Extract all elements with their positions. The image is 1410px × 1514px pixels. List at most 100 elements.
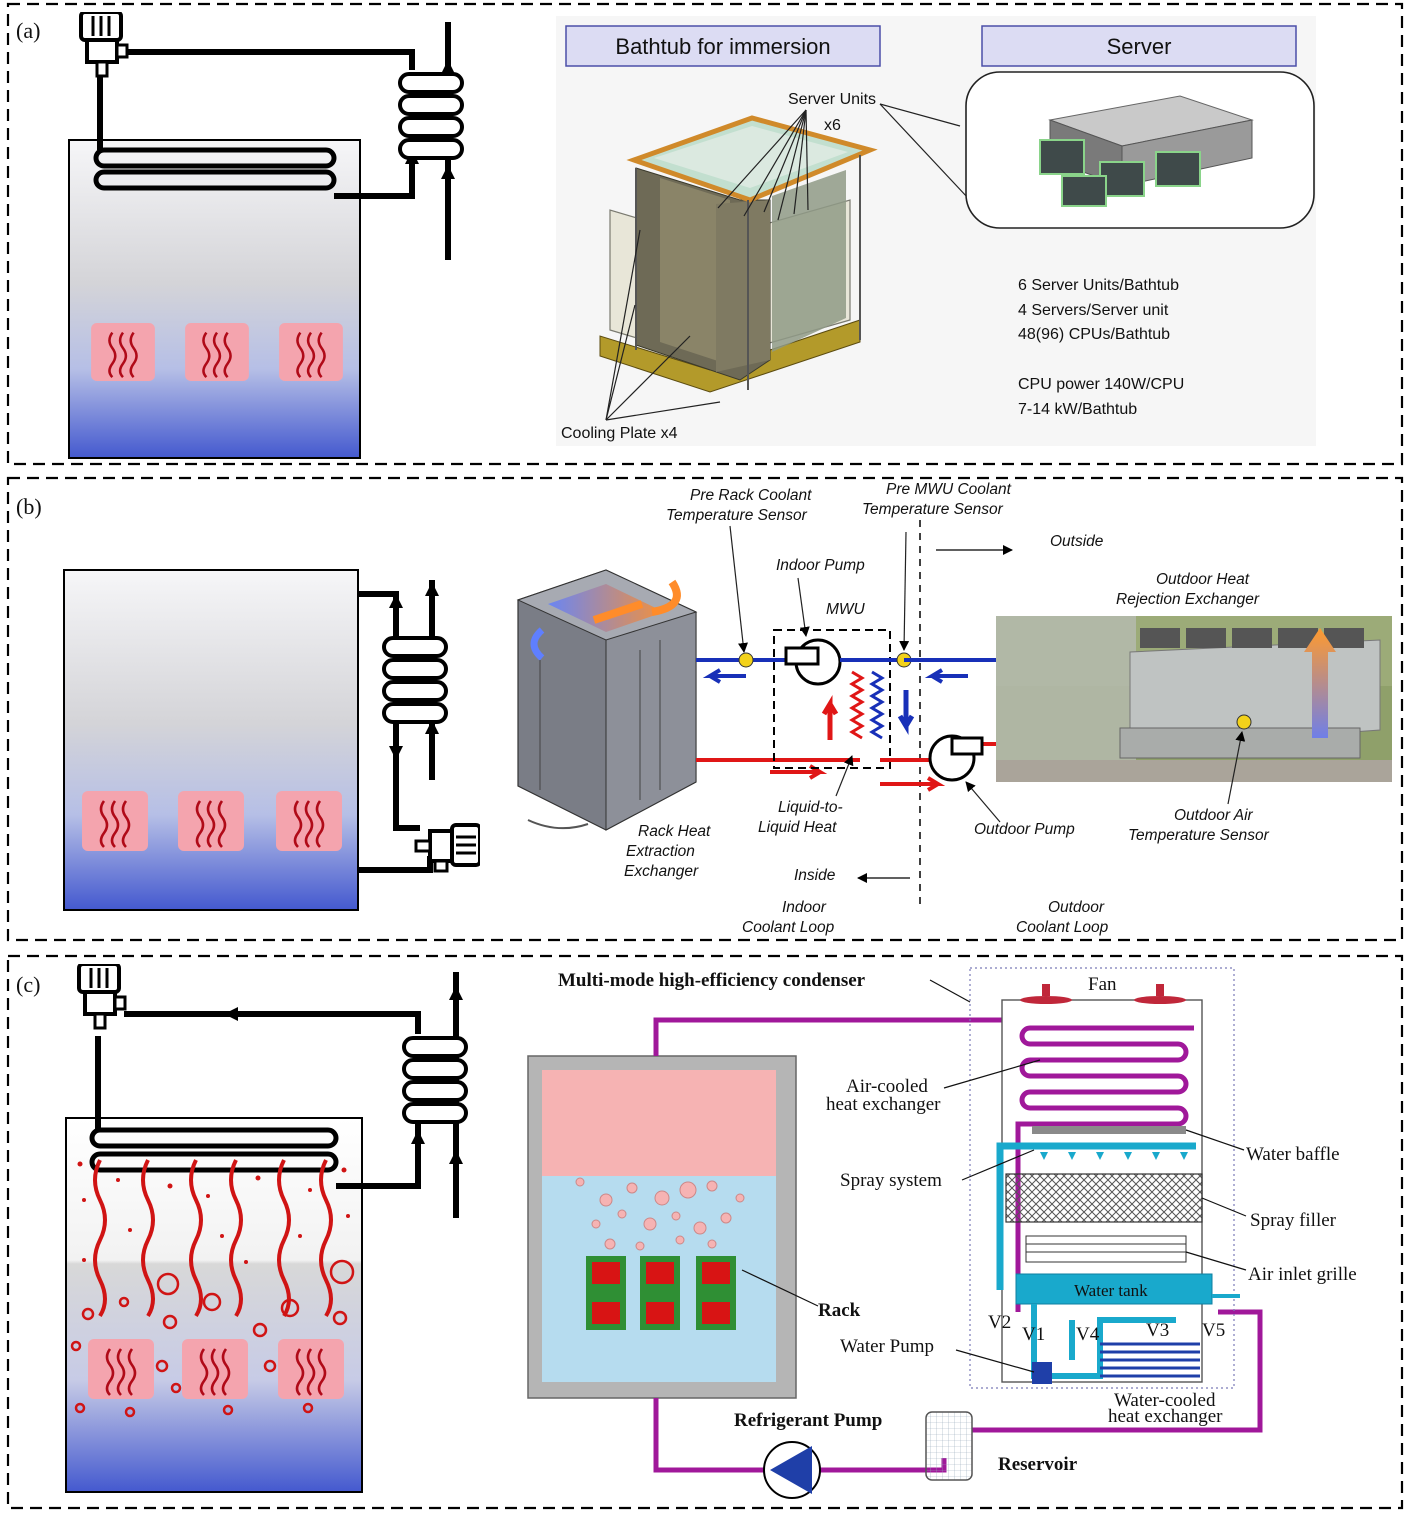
water-cooled-label: heat exchanger — [1108, 1406, 1223, 1427]
server-units-count: x6 — [824, 117, 841, 134]
bubbles — [70, 1259, 355, 1418]
rack-label: Rack — [818, 1300, 861, 1321]
header-bathtub-text: Bathtub for immersion — [615, 34, 830, 59]
condenser-outline — [969, 967, 1235, 1389]
rack-bubbles — [575, 1177, 745, 1251]
mwu-label: MWU — [826, 601, 866, 618]
pump-motor-icon — [77, 964, 127, 1030]
valve-label: V2 — [988, 1312, 1011, 1333]
spec-line: 4 Servers/Server unit — [1018, 302, 1169, 319]
condenser-coil — [89, 1127, 339, 1173]
valve-label: V3 — [1146, 1320, 1169, 1341]
panel-b-label: (b) — [16, 494, 42, 519]
valve-label: V4 — [1076, 1324, 1100, 1345]
rising-vapor — [93, 1159, 333, 1318]
immersion-tank — [68, 139, 361, 459]
pre-mwu-label: Temperature Sensor — [862, 501, 1004, 518]
bathtub-render — [599, 115, 878, 393]
spray-filler — [1005, 1173, 1203, 1223]
spec-line: 6 Server Units/Bathtub — [1018, 277, 1179, 294]
header-bathtub — [565, 25, 881, 67]
refrigerant-pump-icon — [763, 1441, 821, 1499]
water-cooled-coil — [1100, 1342, 1200, 1378]
rack-render — [516, 569, 698, 831]
condenser-coil — [93, 147, 337, 191]
spec-line: CPU power 140W/CPU — [1018, 376, 1184, 393]
server-render — [1039, 95, 1254, 207]
water-pump-label: Water Pump — [840, 1336, 934, 1357]
water-tank — [1015, 1273, 1213, 1305]
valve-labels: V2 V1 V4 V3 V5 — [988, 1312, 1225, 1345]
outdoor-loop-label: Outdoor — [1048, 899, 1105, 916]
pre-rack-label: Pre Rack Coolant — [690, 487, 812, 504]
spec-line: 48(96) CPUs/Bathtub — [1018, 326, 1170, 343]
spray-nozzles — [1040, 1152, 1188, 1160]
vapor-space — [542, 1070, 776, 1176]
outdoor-exchanger-photo — [996, 616, 1392, 782]
water-baffle-label: Water baffle — [1246, 1144, 1340, 1165]
water-baffle — [1032, 1126, 1186, 1134]
heat-exchanger-icon — [402, 1036, 468, 1124]
spray-filler-label: Spray filler — [1250, 1210, 1337, 1231]
rack-hx-label: Exchanger — [624, 863, 699, 880]
pump-motor-icon — [79, 12, 129, 78]
rack-hx-label: Extraction — [626, 843, 695, 860]
header-server — [981, 25, 1297, 67]
mwu-box — [773, 629, 891, 769]
heater-icon — [278, 1337, 344, 1401]
heater-icon — [178, 790, 244, 852]
spray-system-label: Spray system — [840, 1170, 942, 1191]
outdoor-air-label: Temperature Sensor — [1128, 827, 1270, 844]
heater-icon — [276, 790, 342, 852]
pre-mwu-label: Pre MWU Coolant — [886, 481, 1012, 498]
outdoor-pump-label: Outdoor Pump — [974, 821, 1075, 838]
air-inlet-label: Air inlet grille — [1248, 1264, 1357, 1285]
panel-a: (a) Bathtub for immersion Server — [6, 2, 1404, 466]
panel-a-label: (a) — [16, 18, 40, 43]
outdoor-pump-icon — [928, 734, 984, 782]
hot-coil — [849, 670, 865, 740]
reservoir-icon — [925, 1411, 973, 1481]
panel-c-label: (c) — [16, 972, 40, 997]
spray-pipe — [996, 1142, 1196, 1290]
rack-boards — [586, 1256, 736, 1330]
l2l-label: Liquid Heat — [758, 819, 837, 836]
header-server-text: Server — [1107, 34, 1172, 59]
immersion-tank — [65, 1117, 363, 1493]
indoor-pump-icon — [784, 638, 842, 686]
panel-b: (b) Rack Heat Extraction — [6, 476, 1404, 942]
fan-label: Fan — [1088, 974, 1117, 995]
outdoor-air-label: Outdoor Air — [1174, 807, 1254, 824]
liquid-return-line — [653, 1398, 766, 1473]
valve-label: V1 — [1022, 1324, 1045, 1345]
pump-motor-icon — [414, 823, 480, 873]
valve-label: V5 — [1202, 1320, 1225, 1341]
water-pump-icon — [1032, 1362, 1052, 1384]
sensor-dot — [738, 652, 754, 668]
heat-exchanger-icon — [398, 72, 464, 160]
cold-coil — [869, 670, 885, 740]
immersion-tank — [63, 569, 359, 911]
water-tank-label: Water tank — [1074, 1281, 1148, 1300]
fan-icon — [1020, 984, 1186, 1004]
heater-icon — [278, 323, 344, 381]
spec-line: 7-14 kW/Bathtub — [1018, 401, 1137, 418]
droplets — [77, 1161, 350, 1264]
heater-icon — [182, 1337, 248, 1401]
outdoor-hx-label: Outdoor Heat — [1156, 571, 1250, 588]
heat-exchanger-icon — [382, 636, 448, 724]
heater-icon — [88, 1337, 154, 1401]
outdoor-hx-label: Rejection Exchanger — [1116, 591, 1260, 608]
l2l-label: Liquid-to- — [778, 799, 843, 816]
air-cooled-label: Air-cooled — [846, 1076, 928, 1097]
inside-label: Inside — [794, 867, 836, 884]
water-cooled-label: Water-cooled — [1114, 1390, 1216, 1411]
pre-rack-label: Temperature Sensor — [666, 507, 808, 524]
panel-c: (c) — [6, 954, 1404, 1510]
heater-icon — [82, 790, 148, 852]
air-cooled-label: heat exchanger — [826, 1094, 941, 1115]
outdoor-loop-label: Coolant Loop — [1016, 919, 1109, 936]
heater-icon — [184, 323, 250, 381]
air-inlet-grille — [1025, 1235, 1187, 1263]
